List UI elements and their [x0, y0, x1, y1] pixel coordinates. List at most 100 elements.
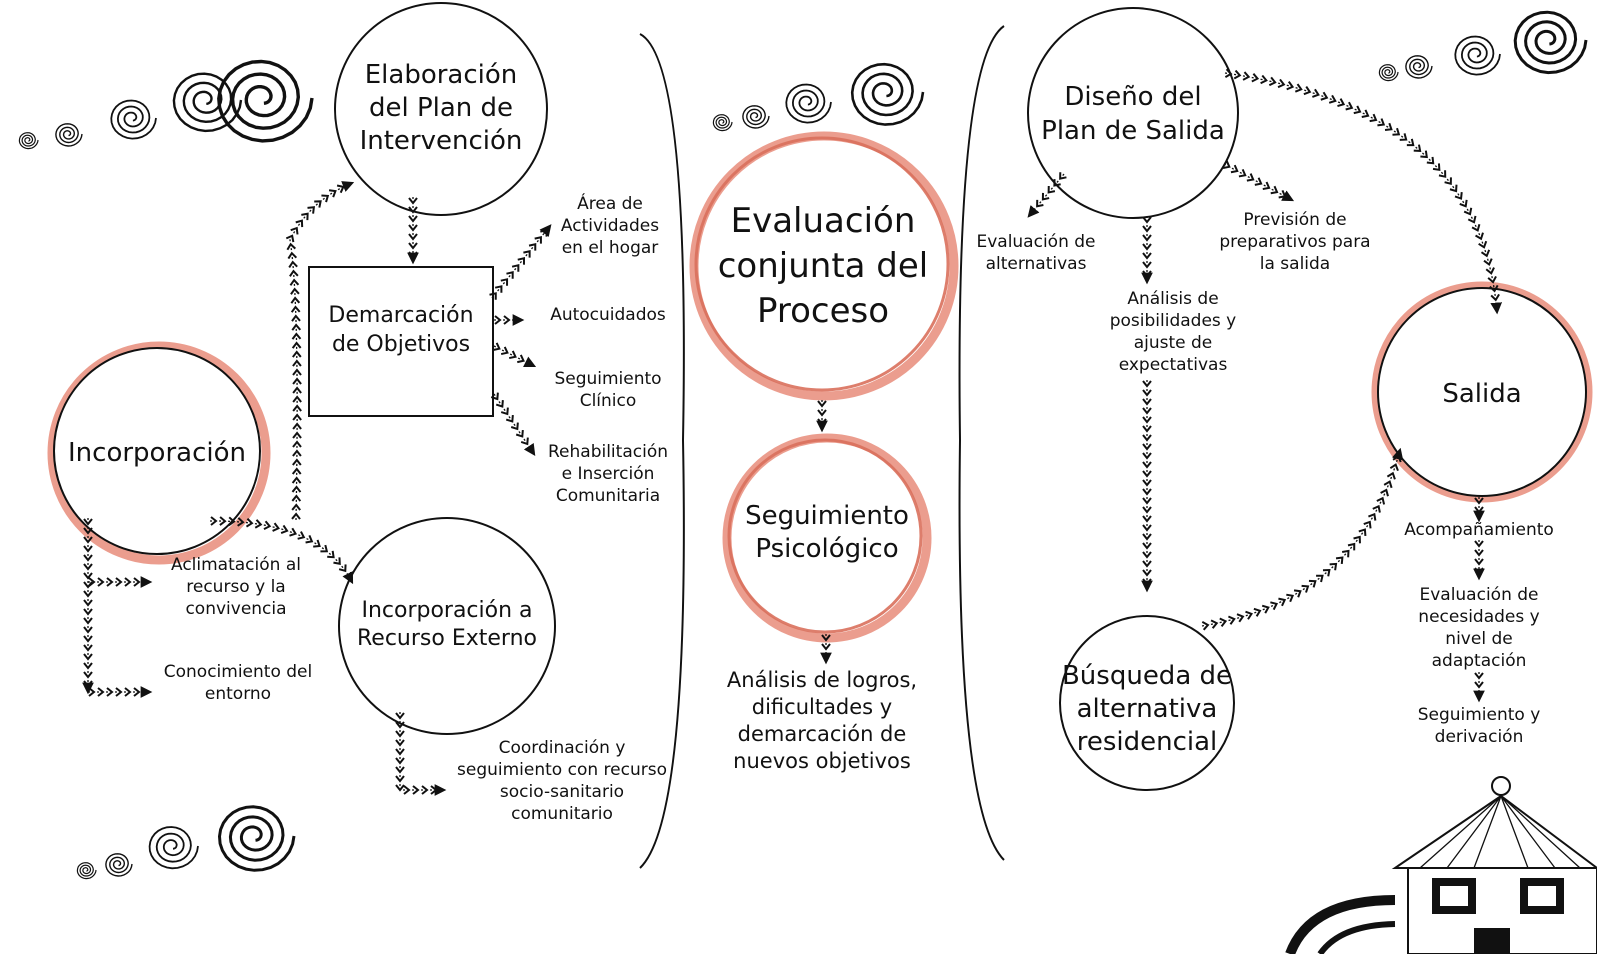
flow-chevron [1337, 98, 1346, 108]
spiral-icon [148, 826, 199, 870]
svg-text:nuevos objetivos: nuevos objetivos [733, 749, 911, 773]
svg-text:alternativas: alternativas [986, 254, 1087, 274]
flow-chevron [821, 643, 831, 651]
svg-text:adaptación: adaptación [1432, 651, 1527, 671]
flow-chevron [328, 189, 337, 198]
label-rehabilitacion: Rehabilitación e Inserción Comunitaria [548, 442, 668, 506]
flow-chevron [1459, 199, 1468, 208]
flow-chevron [285, 234, 295, 243]
flow-chevron [1389, 463, 1399, 472]
flow-chevron [1262, 181, 1271, 191]
flow-chevron [494, 285, 503, 293]
flow-chevron [1392, 454, 1402, 463]
flow-chevron [1320, 91, 1329, 101]
flow-chevron [1142, 479, 1152, 487]
flow-chevron [1345, 101, 1354, 111]
flow-diseno-to-prev [1223, 163, 1295, 202]
node-busqueda: Búsqueda de alternativa residencial [1059, 615, 1235, 791]
flow-chevron [343, 571, 352, 580]
flow-chevron [133, 687, 141, 697]
flow-chevron [1224, 68, 1233, 78]
flow-chevron [292, 413, 302, 421]
flow-chevron [817, 409, 827, 417]
svg-text:expectativas: expectativas [1119, 355, 1228, 375]
flow-chevron [1420, 150, 1428, 159]
svg-text:Demarcación: Demarcación [328, 303, 473, 328]
flow-chevron [115, 687, 123, 697]
label-aclimatacion: Aclimatación al recurso y la convivencia [171, 555, 301, 619]
flow-chevron [1261, 604, 1270, 614]
flow-chevron [1219, 617, 1228, 627]
flow-chevron [292, 431, 302, 439]
flow-chevron [430, 785, 438, 795]
flow-chevron [395, 757, 405, 765]
svg-text:Salida: Salida [1442, 379, 1521, 409]
svg-text:Elaboración: Elaboración [365, 60, 518, 90]
label-acompanamiento: Acompañamiento [1404, 520, 1554, 540]
node-incorporacion: Incorporación [47, 341, 271, 565]
spiral-icon [217, 805, 296, 872]
flow-chevron [1329, 562, 1338, 571]
label-autocuidados: Autocuidados [550, 305, 666, 325]
flow-chevron [1142, 497, 1152, 505]
flow-chevron [1363, 520, 1372, 529]
flow-chevron [291, 467, 302, 475]
flow-chevron [83, 680, 93, 688]
flow-chevron [1478, 240, 1488, 249]
flow-chevron [290, 287, 300, 295]
flow-chevron [1142, 252, 1152, 260]
flow-chevron [1142, 225, 1152, 233]
flow-chevron [219, 516, 227, 526]
flow-demarc-to-clinico [493, 345, 537, 368]
flow-chevron [395, 775, 405, 783]
flow-chevron [1341, 549, 1350, 558]
flow-chevron [1444, 177, 1452, 186]
svg-text:Intervención: Intervención [360, 126, 523, 156]
svg-text:Evaluación: Evaluación [731, 201, 916, 241]
svg-text:en el hogar: en el hogar [562, 238, 659, 258]
svg-text:socio-sanitario: socio-sanitario [500, 782, 624, 802]
spiral-icon [785, 83, 832, 124]
flow-chevron [1347, 542, 1356, 551]
flow-chevron [395, 766, 405, 774]
flow-chevron [1233, 69, 1242, 80]
flow-chevron [1485, 267, 1495, 275]
flow-chevron [1474, 567, 1484, 575]
flow-chevron [124, 577, 132, 587]
svg-text:de Objetivos: de Objetivos [332, 332, 470, 357]
flow-chevron [1053, 179, 1061, 187]
flow-chevron [517, 257, 525, 265]
flow-chevron [1278, 190, 1287, 199]
flow-chevron [1413, 144, 1422, 152]
flow-chevron [1474, 497, 1484, 505]
flow-chevron [286, 242, 297, 251]
flow-chevron [1293, 589, 1302, 598]
flow-chevron [1142, 452, 1152, 460]
flow-chevron [1286, 81, 1295, 91]
flow-chevron [1142, 578, 1152, 586]
spiral-icon [18, 132, 39, 150]
flow-chevron [395, 784, 405, 792]
flow-busqueda-to-salida [1201, 447, 1404, 627]
flow-chevron [1142, 515, 1152, 523]
flow-chevron [290, 296, 301, 304]
flow-chevron [503, 315, 511, 325]
flow-chevron [133, 577, 141, 587]
flow-chevron [83, 563, 93, 571]
flow-chevron [1358, 528, 1367, 536]
svg-text:Proceso: Proceso [757, 291, 889, 331]
flow-chevron [1312, 88, 1320, 98]
flow-chevron [83, 527, 93, 535]
svg-text:Análisis de: Análisis de [1127, 289, 1218, 309]
flow-chevron [307, 206, 316, 214]
flow-chevron [1230, 164, 1239, 174]
flow-chevron [1353, 535, 1361, 544]
flow-chevron [1142, 380, 1152, 388]
flow-demarc-to-area [491, 224, 552, 299]
svg-text:entorno: entorno [205, 684, 271, 704]
flow-chevron [1369, 113, 1378, 123]
svg-text:posibilidades y: posibilidades y [1110, 311, 1237, 331]
flow-chevron [321, 194, 330, 203]
flow-chevron [289, 527, 298, 537]
svg-text:Aclimatación al: Aclimatación al [171, 555, 301, 575]
